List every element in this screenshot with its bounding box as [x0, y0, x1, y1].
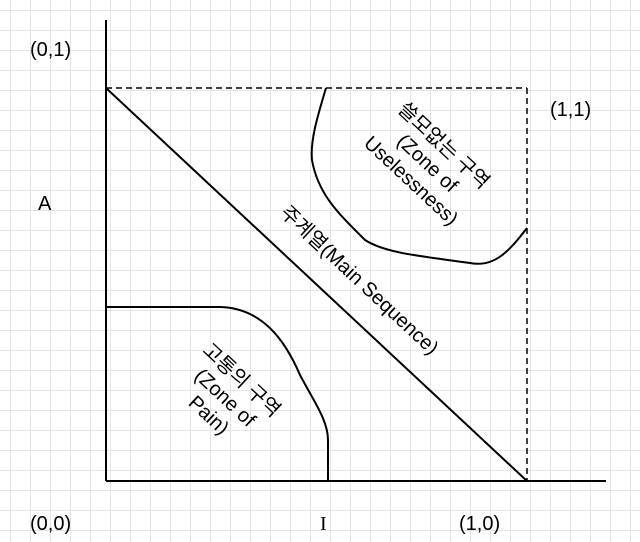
- x-axis-label: I: [320, 513, 327, 535]
- zone-of-uselessness-curve: [310, 87, 528, 265]
- corner-label: (1,1): [550, 99, 591, 121]
- zone-of-pain-curve: [106, 306, 329, 481]
- x-end-label: (1,0): [459, 513, 500, 535]
- origin-label: (0,0): [30, 513, 71, 535]
- main-sequence-label: 주계열(Main Sequence): [276, 201, 443, 359]
- main-sequence-line: [105, 87, 528, 482]
- y-top-label: (0,1): [30, 39, 71, 61]
- y-axis-label: A: [38, 193, 52, 215]
